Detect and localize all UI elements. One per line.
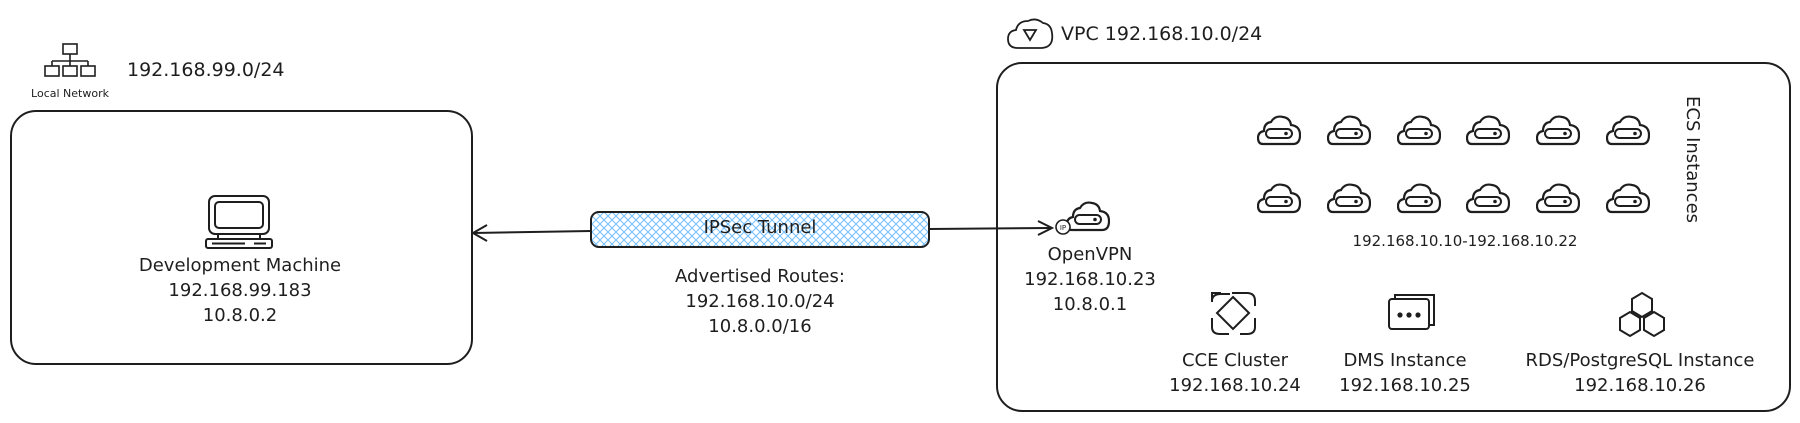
ecs-instance-icons <box>1257 115 1650 214</box>
dms-instance-name: DMS Instance <box>1343 350 1467 371</box>
openvpn-name: OpenVPN <box>1047 244 1133 265</box>
local-network-cidr: 192.168.99.0/24 <box>127 59 285 81</box>
dms-instance-label: DMS Instance 192.168.10.25 <box>1310 348 1500 398</box>
rds-instance-name: RDS/PostgreSQL Instance <box>1525 350 1755 371</box>
openvpn-label: OpenVPN 192.168.10.23 10.8.0.1 <box>1000 242 1180 317</box>
ecs-instances-label: ECS Instances <box>1682 96 1703 224</box>
dms-icon <box>1388 294 1435 330</box>
vpc-title: VPC 192.168.10.0/24 <box>1061 23 1263 45</box>
local-network-label: Local Network <box>31 87 109 100</box>
ecs-instance-icon <box>1327 115 1371 146</box>
vpc-cloud-icon <box>1007 18 1054 49</box>
ipsec-tunnel <box>590 211 930 248</box>
openvpn-ip: 192.168.10.23 <box>1024 269 1156 290</box>
advertised-route: 192.168.10.0/24 <box>685 291 835 312</box>
rds-instance-label: RDS/PostgreSQL Instance 192.168.10.26 <box>1500 348 1780 398</box>
cce-cluster-ip: 192.168.10.24 <box>1169 375 1301 396</box>
vpc-box <box>996 62 1791 412</box>
svg-text:IP: IP <box>1060 224 1066 232</box>
ecs-instance-icon <box>1257 183 1301 214</box>
ecs-instance-icon <box>1257 115 1301 146</box>
development-machine-ip: 192.168.99.183 <box>168 280 312 301</box>
ecs-instance-icon <box>1606 183 1650 214</box>
cce-cluster-icon <box>1211 292 1256 335</box>
openvpn-tunnel-ip: 10.8.0.1 <box>1052 294 1128 315</box>
cce-cluster-name: CCE Cluster <box>1181 350 1289 371</box>
local-network-box <box>10 110 473 365</box>
cce-cluster-label: CCE Cluster 192.168.10.24 <box>1140 348 1330 398</box>
ecs-instance-icon <box>1536 115 1580 146</box>
ecs-instance-icon <box>1466 183 1510 214</box>
local-network-icon <box>44 43 96 77</box>
ecs-instance-icon <box>1466 115 1510 146</box>
tunnel-label: IPSec Tunnel <box>703 217 817 238</box>
ecs-instance-icon <box>1536 183 1580 214</box>
ecs-instance-icon <box>1397 115 1441 146</box>
ecs-instance-icon <box>1327 183 1371 214</box>
development-machine-label: Development Machine 192.168.99.183 10.8.… <box>90 253 390 328</box>
ecs-instance-icon <box>1397 183 1441 214</box>
advertised-routes-title: Advertised Routes: <box>675 266 845 287</box>
advertised-route: 10.8.0.0/16 <box>708 316 812 337</box>
tunnel-to-local-arrow <box>472 230 592 234</box>
development-machine-icon <box>205 195 273 249</box>
development-machine-tunnel-ip: 10.8.0.2 <box>202 305 278 326</box>
development-machine-name: Development Machine <box>138 255 342 276</box>
rds-icon <box>1619 291 1665 338</box>
ecs-instance-icon <box>1606 115 1650 146</box>
rds-instance-ip: 192.168.10.26 <box>1574 375 1706 396</box>
openvpn-icon: IP <box>1055 201 1110 235</box>
dms-instance-ip: 192.168.10.25 <box>1339 375 1471 396</box>
tunnel-to-openvpn-arrow <box>928 227 1051 230</box>
ecs-ip-range: 192.168.10.10-192.168.10.22 <box>1352 232 1578 250</box>
advertised-routes: Advertised Routes: 192.168.10.0/24 10.8.… <box>620 264 900 339</box>
